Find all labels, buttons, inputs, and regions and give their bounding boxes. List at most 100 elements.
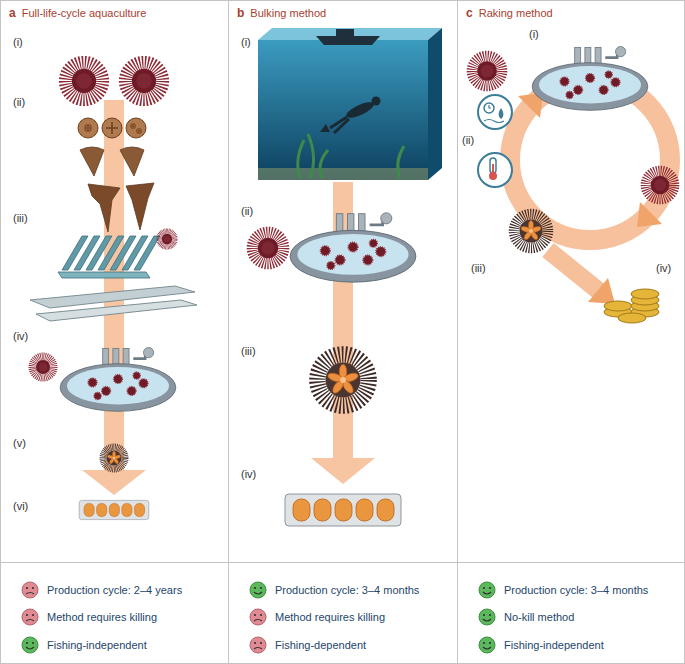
step-numeral: (iii)	[240, 345, 257, 358]
embryo	[130, 123, 136, 129]
seaweed	[298, 134, 404, 178]
panel-title: Bulking method	[250, 7, 326, 19]
larva	[126, 183, 154, 230]
icon-ring	[478, 95, 512, 129]
step-numeral: (i)	[528, 28, 540, 41]
summary-text: Fishing-dependent	[275, 637, 366, 653]
tank	[290, 213, 416, 282]
step-numeral: (vi)	[12, 500, 29, 513]
settlement-plates	[58, 236, 160, 278]
face-eye	[32, 642, 34, 644]
urchin	[646, 171, 674, 199]
face-eye	[489, 642, 491, 644]
temperature-icon	[478, 153, 512, 187]
sad-face	[250, 609, 266, 625]
open-urchin	[514, 214, 548, 248]
thermometer-glyph	[490, 158, 496, 173]
face-eye	[26, 614, 28, 616]
embryo	[136, 128, 142, 134]
happy-face	[479, 609, 495, 625]
condition-icon	[478, 95, 512, 129]
rack	[36, 300, 197, 321]
embryo	[84, 124, 92, 132]
face-eye	[254, 642, 256, 644]
summary-text: Production cycle: 3–4 months	[504, 582, 648, 598]
summary-text: No-kill method	[504, 609, 574, 625]
sad-face	[250, 637, 266, 653]
happy-face	[22, 637, 38, 653]
thermometer-glyph	[492, 164, 494, 174]
happy-face	[479, 637, 495, 653]
clock-glyph	[489, 105, 491, 108]
embryos	[78, 118, 146, 138]
diver-fin	[320, 124, 330, 132]
seaweed-blade	[320, 150, 328, 178]
larvae	[80, 147, 154, 232]
sad-face	[22, 609, 38, 625]
panel-b-art	[253, 28, 442, 526]
face-mouth	[483, 619, 491, 621]
larva	[80, 147, 104, 176]
step-numeral: (i)	[240, 36, 252, 49]
sad-face	[22, 582, 38, 598]
panel-letter: b	[237, 6, 244, 20]
face-mouth	[254, 620, 262, 622]
summary-text: Production cycle: 3–4 months	[275, 582, 419, 598]
step-numeral: (v)	[12, 437, 27, 450]
coin	[618, 313, 646, 323]
method-panel: b Bulking method	[228, 0, 458, 563]
face-mouth	[26, 620, 34, 622]
tank	[532, 47, 648, 111]
diver	[320, 97, 381, 134]
diver-legs	[330, 117, 349, 133]
cycle-arrowhead	[637, 202, 662, 227]
sale-arrow	[548, 250, 600, 292]
face-eye	[483, 642, 485, 644]
icon-ring	[478, 153, 512, 187]
open-urchin	[103, 447, 125, 469]
summary-text: Fishing-independent	[504, 637, 604, 653]
roe-tray	[79, 500, 149, 519]
juvenile-urchin	[159, 231, 174, 246]
summary-text: Fishing-independent	[47, 637, 147, 653]
summary-box: Production cycle: 3–4 monthsMethod requi…	[228, 562, 458, 664]
face-eye	[483, 614, 485, 616]
summary-text: Method requires killing	[275, 609, 385, 625]
step-numeral: (iii)	[12, 212, 29, 225]
urchin	[33, 357, 54, 378]
coin	[631, 289, 659, 299]
happy-face	[479, 582, 495, 598]
urchin	[126, 63, 162, 99]
boat	[336, 29, 354, 37]
step-numeral: (ii)	[240, 205, 254, 218]
step-numeral: (ii)	[12, 96, 26, 109]
step-numeral: (iv)	[240, 468, 257, 481]
step-numeral: (i)	[12, 36, 24, 49]
boat	[316, 36, 380, 45]
panel-heading: aFull-life-cycle aquaculture	[9, 6, 146, 20]
open-urchin	[317, 354, 368, 405]
face-eye	[254, 614, 256, 616]
coin	[604, 301, 632, 311]
sea-box	[258, 40, 428, 180]
face-eye	[260, 642, 262, 644]
drop-glyph	[499, 108, 504, 119]
diver-body	[344, 99, 375, 121]
sea-floor	[258, 168, 428, 180]
panel-letter: c	[466, 6, 473, 20]
summary-text: Method requires killing	[47, 609, 157, 625]
face-mouth	[254, 592, 262, 594]
urchin	[253, 233, 284, 264]
face-mouth	[26, 593, 34, 595]
clock-glyph	[484, 103, 494, 113]
tank	[60, 348, 176, 412]
face-eye	[254, 587, 256, 589]
sale-arrowhead	[588, 278, 615, 304]
face-eye	[26, 642, 28, 644]
urchin	[66, 63, 102, 99]
roe-tray	[285, 494, 401, 526]
embryo	[78, 118, 98, 138]
step-numeral: (ii)	[461, 134, 475, 147]
panel-heading: b Bulking method	[237, 6, 326, 20]
sad-face	[22, 609, 38, 625]
